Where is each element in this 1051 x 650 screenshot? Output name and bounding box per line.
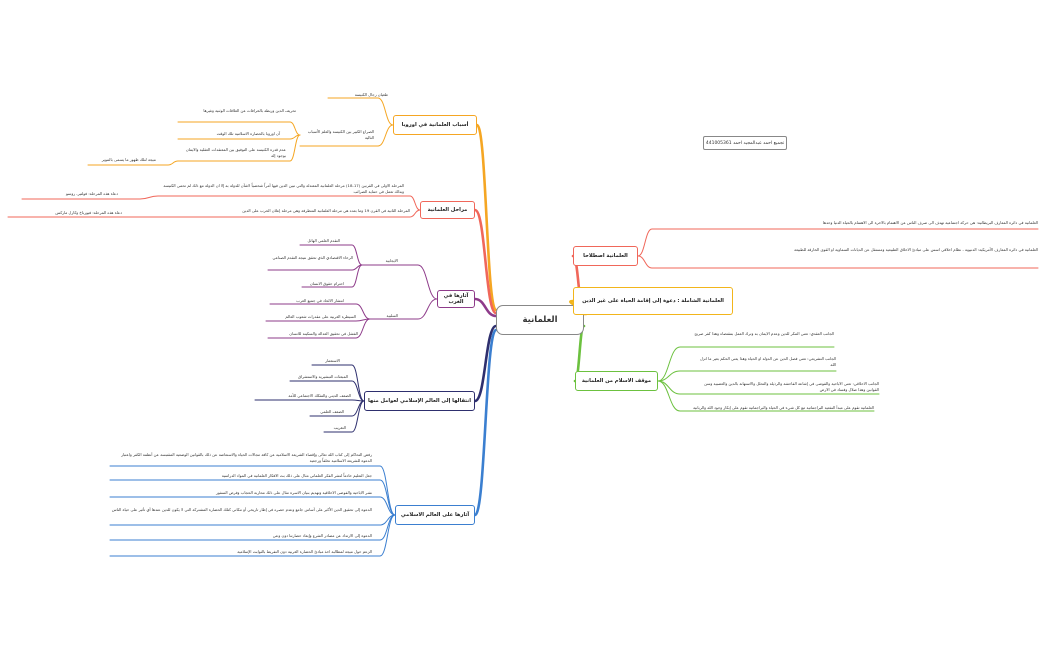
effect-item-religion-frame[interactable]: الدعوة إلى تحقيق الدين الأكبر على أساس ج… (111, 507, 372, 512)
link-effect-6 (109, 514, 396, 557)
link-islam-4 (657, 380, 875, 412)
link-cause-5 (177, 134, 301, 162)
link-effect-4 (109, 514, 396, 526)
link-cause-4 (177, 134, 301, 140)
central-topic[interactable]: العلمانية (496, 305, 584, 335)
stage-item-second[interactable]: المرحلة الثانية في القرن 19 وما بعده هي … (242, 208, 410, 213)
link-cause-2 (177, 121, 301, 136)
link-west-neg (369, 298, 438, 320)
branch-islam-position[interactable]: موقف الاسلام من العلمانية (575, 371, 658, 391)
link-islam-2 (657, 370, 837, 382)
link-west-neg-3 (267, 318, 371, 339)
west-negative-label[interactable]: السلبية (386, 313, 398, 318)
link-central-causes (475, 123, 498, 312)
link-spread-5 (323, 400, 365, 433)
link-cause-3 (299, 124, 394, 147)
islam-item-moral[interactable]: الجانب الاخلاقي: تعني الاباحية والفوضى ف… (704, 381, 879, 392)
west-positive-label[interactable]: الايجابية (385, 258, 398, 263)
link-central-stages (473, 208, 498, 315)
west-negative-item-failure[interactable]: الفشل في تحقيق العدالة والسكينة للانسان (289, 331, 358, 336)
islam-item-pragmatism[interactable]: العلمانية تقوم على مبدأ النفعية البراجما… (693, 405, 874, 410)
link-west-pos-1 (299, 244, 363, 266)
stage-item-first-advocates[interactable]: دعاة هذه المرحلة: فولتير، روسو (66, 191, 118, 196)
effect-item-rejection[interactable]: رفض التحاكم إلى كتاب الله تعالى وإقصاء ا… (121, 452, 372, 463)
west-positive-item-rights[interactable]: احترام حقوق الانسان (309, 281, 344, 286)
link-stage-1 (157, 195, 421, 211)
islam-item-creedal[interactable]: الجانب العقدي: تعني التنكر للدين وعدم ال… (694, 331, 834, 336)
cause-item-contact[interactable]: آن اوروبا بالحضارة الاسلامية تلك الوقت (216, 131, 280, 136)
branch-west-effects[interactable]: آثارها في الغرب (437, 290, 475, 308)
link-cause-6 (87, 160, 179, 166)
branch-comprehensive[interactable]: العلمانية الشاملة : دعوة إلى إقامة الحيا… (573, 287, 733, 315)
link-effect-3 (109, 496, 396, 516)
cause-item-clergy[interactable]: طغيان رجال الكنيسة (354, 92, 388, 97)
stage-item-second-advocates[interactable]: دعاة هذه المرحلة: فيورباخ وكارل ماركس (55, 210, 122, 215)
definition-item-americana[interactable]: العلمانية في دائرة المعارف الأمريكية: ال… (794, 247, 1038, 252)
link-islam-1 (657, 346, 835, 382)
link-stage-2 (154, 209, 421, 218)
spread-item-scientific-weakness[interactable]: الضعف العلمي (320, 409, 344, 414)
west-positive-item-prosperity[interactable]: الرخاء الاقتصادي الذي تحقق نتيجة التقدم … (272, 255, 353, 260)
link-west-pos-2 (267, 264, 363, 271)
branch-stages[interactable]: مراحل العلمانية (420, 201, 475, 219)
link-cause-1 (327, 97, 394, 126)
link-west-pos-3 (301, 264, 363, 288)
link-west-pos (361, 264, 438, 300)
cause-item-distortion[interactable]: تحريف الدين وربطه بالخرافات عن العلاقات … (203, 108, 296, 113)
west-negative-item-domination[interactable]: السيطرة الغربية على مقدرات شعوب العالم (285, 314, 356, 319)
link-spread-3 (254, 399, 365, 402)
spread-item-religious-weakness[interactable]: الضعف الديني والتفكك الاجتماعي للأمة (288, 393, 351, 398)
effect-item-western-principles[interactable]: الزعم حول نتيجة لمطالبة اخذ مبادئ الحضار… (237, 549, 372, 554)
link-central-west (473, 297, 498, 318)
branch-causes[interactable]: أسباب العلمانية في اوروبا (393, 115, 477, 135)
cause-item-conflict[interactable]: الصراع الكبير بين الكنيسة والعلم الأسباب… (307, 129, 374, 140)
stage-item-first[interactable]: المرحلة الاولى في القرنين (17-18) مرحلة … (163, 183, 404, 194)
definition-item-britannica[interactable]: العلمانية في دائرة المعارف البريطانية: ه… (822, 220, 1038, 225)
spread-item-missions[interactable]: المبعثات التبشيرية والاستشراق (298, 374, 348, 379)
branch-muslim-world-effects[interactable]: آثارها على العالم الاسلامي (395, 505, 475, 525)
author-note[interactable]: تجميع احمد عبدالمجيد احمد 441005361 (703, 136, 787, 150)
cause-item-inability[interactable]: عدم قدرة الكنيسة على التوفيق بين المعتقد… (185, 147, 286, 158)
link-central-effects (473, 328, 498, 517)
islam-item-legislative[interactable]: الجانب التشريعي: تعني فصل الدين عن الدول… (699, 356, 836, 367)
west-negative-item-atheism[interactable]: انتشار الالحاد في جميع الغرب (296, 298, 344, 303)
west-positive-item-science[interactable]: التقدم العلمي الهائل (307, 238, 340, 243)
effect-item-permissiveness[interactable]: نشر الاباحية والفوضى الاخلاقية وتهديم بن… (216, 490, 372, 495)
spread-item-westernization[interactable]: التغريب (333, 425, 346, 430)
link-def-1 (637, 228, 1039, 257)
cause-item-enlightenment[interactable]: نتيجة لتلك ظهور ما يسمى بالتنوير (101, 157, 156, 162)
link-west-neg-1 (269, 303, 371, 320)
effect-item-education[interactable]: جعل التعليم خادماً لنشر الفكر العلماني م… (221, 473, 372, 478)
link-def-2 (637, 255, 1039, 269)
effect-item-apostasy[interactable]: الدعوة إلى الارتداد عن مصادر الشرع وإبعا… (272, 533, 372, 538)
link-central-spread (473, 324, 498, 403)
branch-definition[interactable]: العلمانية اصطلاحا (573, 246, 638, 266)
spread-item-colonialism[interactable]: الاستعمار (325, 358, 340, 363)
link-stage-1-adv (21, 195, 159, 200)
link-spread-2 (289, 380, 365, 402)
branch-spread[interactable]: انتقالها إلى العالم الإسلامي لعوامل منها (364, 391, 475, 411)
